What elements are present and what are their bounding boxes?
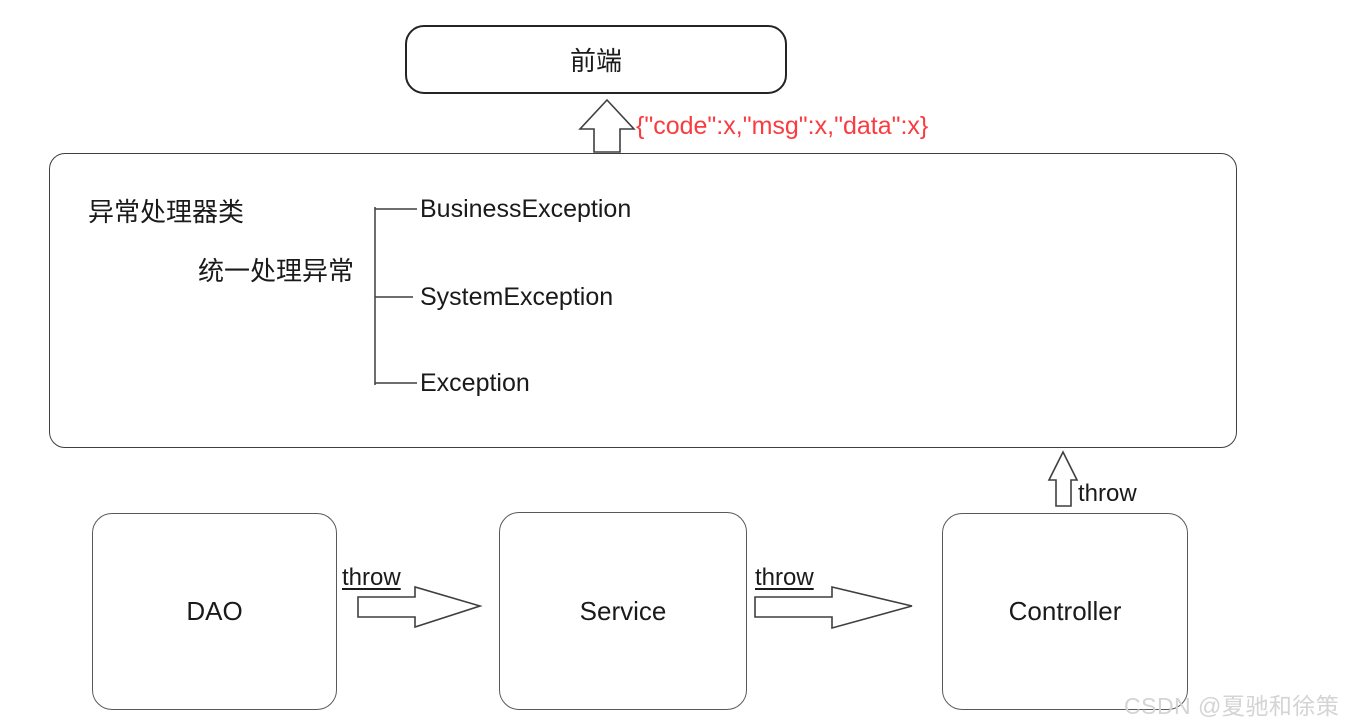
csdn-watermark: CSDN @夏驰和徐策 <box>1124 693 1340 719</box>
exception-handler-box <box>49 153 1237 448</box>
arrow-service-to-controller <box>754 585 913 630</box>
exception-item-system: SystemException <box>420 283 614 311</box>
exception-item-business: BusinessException <box>420 195 632 223</box>
handler-subtitle: 统一处理异常 <box>198 256 355 286</box>
response-json-annotation: {"code":x,"msg":x,"data":x} <box>636 112 929 140</box>
frontend-box: 前端 <box>405 25 787 94</box>
controller-box-label: Controller <box>1008 596 1122 626</box>
arrow-handler-to-frontend <box>578 98 636 153</box>
dao-box-label: DAO <box>186 596 243 626</box>
dao-box: DAO <box>92 513 337 710</box>
handler-title: 异常处理器类 <box>88 197 245 227</box>
service-box: Service <box>499 512 747 710</box>
service-box-label: Service <box>579 595 667 626</box>
exception-item-base: Exception <box>420 369 530 397</box>
arrow-dao-to-service <box>357 585 483 629</box>
arrow-controller-to-handler <box>1047 450 1079 507</box>
throw-label-controller-handler: throw <box>1078 480 1137 507</box>
throw-label-service-controller: throw <box>755 564 814 591</box>
frontend-box-label: 前端 <box>569 46 622 76</box>
throw-label-dao-service: throw <box>342 564 401 591</box>
controller-box: Controller <box>942 513 1188 710</box>
